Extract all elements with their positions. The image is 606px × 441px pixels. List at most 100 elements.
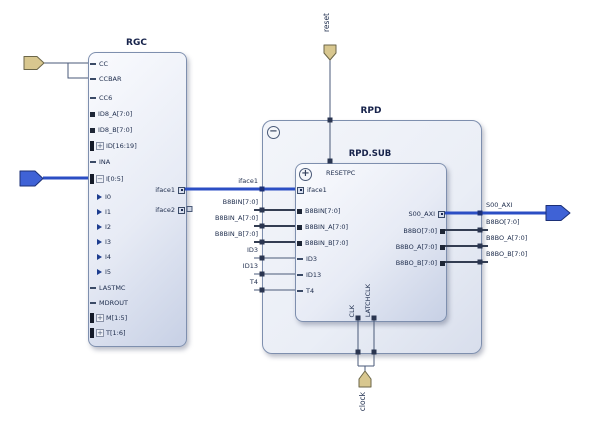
boundary-pin-b8bo-b-7-0[interactable]: B8BO_B[7:0] (486, 250, 528, 258)
pin-id8-b-7-0[interactable]: ID8_B[7:0] (89, 123, 186, 137)
pin-iface1[interactable]: iface1 (89, 183, 186, 197)
pin-b8bo-a-7-0[interactable]: B8BO_A[7:0] (296, 240, 446, 254)
reset-port-label[interactable]: reset (322, 13, 331, 32)
rpd-sub-block-title: RPD.SUB (348, 149, 392, 159)
bus-element-icon (97, 239, 102, 245)
pin-b8bin-b-7-0[interactable]: B8BIN_B[7:0] (296, 236, 446, 250)
reset-port-shape[interactable] (323, 44, 337, 61)
pin-cc6[interactable]: CC6 (89, 91, 186, 105)
tree-expand-icon[interactable]: + (96, 314, 104, 322)
pin-t-1-6[interactable]: +T[1:6] (89, 326, 186, 340)
pin-label: B8BIN_B[7:0] (305, 239, 349, 247)
pin-cc[interactable]: CC (89, 57, 186, 71)
pin-i3[interactable]: I3 (89, 235, 186, 249)
boundary-pin-id3[interactable]: ID3 (246, 246, 258, 254)
pin-b8bin-a-7-0[interactable]: B8BIN_A[7:0] (296, 220, 446, 234)
bus-pin-icon (90, 328, 94, 338)
stub-pin-icon (90, 161, 96, 163)
pin-lastmc[interactable]: LASTMC (89, 281, 186, 295)
bus-pin-icon (440, 244, 445, 250)
pin-iface1[interactable]: iface1 (296, 183, 446, 197)
pin-label: CC (99, 60, 109, 68)
boundary-pin-b8bin-7-0[interactable]: B8BIN[7:0] (222, 198, 258, 206)
pin-id8-a-7-0[interactable]: ID8_A[7:0] (89, 107, 186, 121)
boundary-pin-b8bin-b-7-0[interactable]: B8BIN_B[7:0] (214, 230, 258, 238)
wire-ccbar[interactable] (67, 63, 88, 79)
bus-element-icon (97, 269, 102, 275)
pin-label: iface2 (155, 206, 175, 214)
pin-label: ID[16:19] (106, 142, 137, 150)
bus-pin-icon (297, 240, 302, 246)
bus-pin-icon (90, 111, 95, 117)
boundary-pin-b8bo-7-0[interactable]: B8BO[7:0] (486, 218, 520, 226)
pin-label: B8BO_A[7:0] (395, 243, 437, 251)
bus-pin-icon (297, 208, 302, 214)
pin-mdrout[interactable]: MDROUT (89, 296, 186, 310)
pin-id13[interactable]: ID13 (296, 268, 446, 282)
pin-clk[interactable]: CLK (348, 304, 356, 317)
boundary-pin-id13[interactable]: ID13 (242, 262, 258, 270)
i05-port-shape[interactable] (19, 170, 44, 187)
collapse-button[interactable]: − (267, 126, 280, 139)
pin-i1[interactable]: I1 (89, 205, 186, 219)
pin-i-0-5[interactable]: −I[0:5] (89, 172, 186, 186)
pin-i0[interactable]: I0 (89, 190, 186, 204)
interface-pin-icon (438, 210, 445, 218)
stub-pin-icon (90, 302, 96, 304)
pin-t4[interactable]: T4 (296, 284, 446, 298)
pin-b8bin-7-0[interactable]: B8BIN[7:0] (296, 204, 446, 218)
bus-pin-icon (90, 127, 95, 133)
pin-label: ID3 (306, 255, 318, 263)
bus-pin-icon (90, 313, 94, 323)
pin-ina[interactable]: INA (89, 155, 186, 169)
pin-m-1-5[interactable]: +M[1:5] (89, 311, 186, 325)
pin-i2[interactable]: I2 (89, 220, 186, 234)
pin-label: MDROUT (99, 299, 128, 307)
pin-label: LASTMC (99, 284, 126, 292)
boundary-pin-b8bo-a-7-0[interactable]: B8BO_A[7:0] (486, 234, 528, 242)
pin-label: B8BO_B[7:0] (395, 259, 437, 267)
tree-expand-icon[interactable]: + (96, 142, 104, 150)
expand-button[interactable]: + (299, 168, 312, 181)
stub-pin-icon (90, 97, 96, 99)
pin-id-16-19[interactable]: +ID[16:19] (89, 139, 186, 153)
pin-i5[interactable]: I5 (89, 265, 186, 279)
tree-expand-icon[interactable]: + (96, 329, 104, 337)
rpd-block-title: RPD (360, 106, 382, 116)
interface-pin-icon (178, 206, 185, 214)
tree-collapse-icon[interactable]: − (96, 175, 104, 183)
pin-id3[interactable]: ID3 (296, 252, 446, 266)
pin-s00-axi[interactable]: S00_AXI (296, 207, 446, 221)
iface2-connector-icon[interactable] (186, 206, 193, 212)
pin-b8bo-b-7-0[interactable]: B8BO_B[7:0] (296, 256, 446, 270)
boundary-pin-iface1[interactable]: iface1 (238, 177, 258, 185)
bus-element-icon (97, 209, 102, 215)
boundary-pin-t4[interactable]: T4 (249, 278, 258, 286)
stub-pin-icon (297, 274, 303, 276)
pin-i4[interactable]: I4 (89, 250, 186, 264)
stub-pin-icon (90, 63, 96, 65)
pin-label: CCBAR (99, 75, 122, 83)
cc-port-shape[interactable] (23, 56, 45, 70)
bus-element-icon (97, 224, 102, 230)
bus-pin-icon (90, 141, 94, 151)
pin-label: CC6 (99, 94, 113, 102)
bus-pin-icon (297, 224, 302, 230)
boundary-pin-b8bin-a-7-0[interactable]: B8BIN_A[7:0] (214, 214, 258, 222)
pin-label: I[0:5] (106, 175, 124, 183)
pin-b8bo-7-0[interactable]: B8BO[7:0] (296, 224, 446, 238)
stub-pin-icon (297, 258, 303, 260)
pin-ccbar[interactable]: CCBAR (89, 72, 186, 86)
bus-pin-icon (440, 260, 445, 266)
boundary-pin-s00-axi[interactable]: S00_AXI (486, 201, 513, 209)
clock-port-label[interactable]: clock (358, 392, 367, 412)
clock-port-shape[interactable] (358, 370, 372, 388)
pin-resetpc[interactable]: RESETPC (326, 169, 356, 177)
pin-label: ID8_B[7:0] (98, 126, 133, 134)
pin-iface2[interactable]: iface2 (89, 203, 186, 217)
pin-label: INA (99, 158, 111, 166)
pin-label: iface1 (307, 186, 327, 194)
